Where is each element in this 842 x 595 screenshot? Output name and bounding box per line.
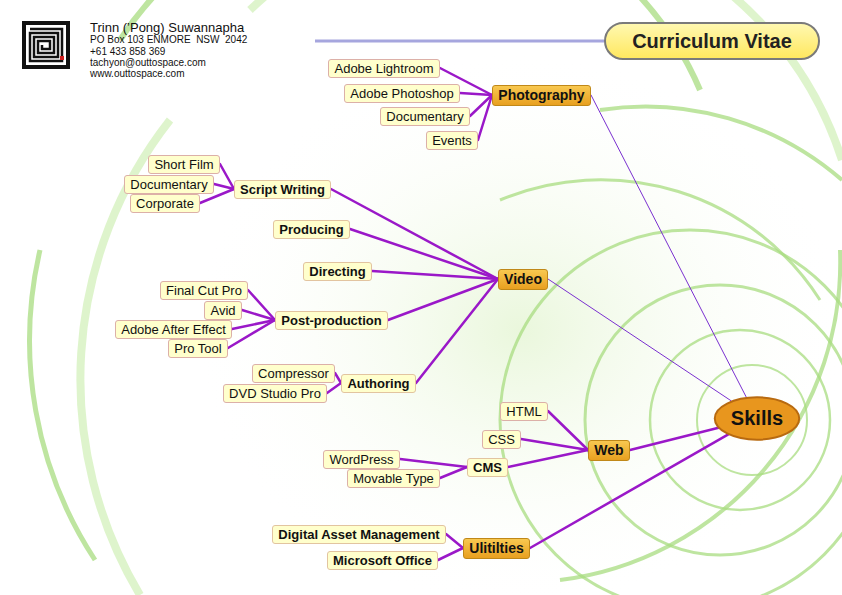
node-text: Video <box>504 271 542 287</box>
node-text: Microsoft Office <box>333 553 432 568</box>
skill-box: DVD Studio Pro <box>223 384 327 403</box>
skill-box: Short Film <box>148 155 220 174</box>
connector <box>530 434 729 548</box>
subcategory-box: Script Writing <box>234 180 331 199</box>
node-text: Adobe Lightroom <box>334 61 433 76</box>
skill-box: Adobe Photoshop <box>344 84 460 103</box>
node-text: Events <box>432 133 472 148</box>
skill-box: CSS <box>482 430 521 449</box>
node-text: HTML <box>506 404 541 419</box>
node-text: Photography <box>498 87 584 103</box>
skill-box: HTML <box>500 402 548 421</box>
skill-box: Avid <box>204 301 242 320</box>
node-text: Producing <box>279 222 343 237</box>
skill-box: Movable Type <box>347 469 440 488</box>
connector <box>400 459 467 467</box>
connector <box>350 229 498 279</box>
node-text: Short Film <box>154 157 213 172</box>
node-text: WordPress <box>329 452 393 467</box>
skill-box: Pro Tool <box>168 339 228 358</box>
node-text: CMS <box>473 460 502 475</box>
node-text: CSS <box>488 432 515 447</box>
connector <box>372 271 498 279</box>
node-text: Adobe After Effect <box>121 322 226 337</box>
connector <box>446 534 463 548</box>
node-text: Corporate <box>136 196 194 211</box>
subcategory-box: Producing <box>273 220 350 239</box>
connector <box>478 95 492 140</box>
connector <box>242 310 275 320</box>
connector <box>416 279 498 383</box>
node-text: Final Cut Pro <box>166 283 242 298</box>
subcategory-box: Microsoft Office <box>327 551 438 570</box>
node-text: Skills <box>731 407 783 430</box>
node-text: Ulitilties <box>469 540 523 556</box>
category-box: Video <box>498 269 548 290</box>
node-text: Documentary <box>130 177 207 192</box>
node-text: Documentary <box>386 109 463 124</box>
node-text: Directing <box>309 264 365 279</box>
subcategory-box: Post-production <box>275 311 388 330</box>
hub-ellipse: Skills <box>713 396 801 441</box>
node-text: Post-production <box>281 313 381 328</box>
logo <box>22 21 70 69</box>
connector <box>438 548 463 560</box>
node-text: Movable Type <box>353 471 434 486</box>
connector <box>548 279 731 401</box>
category-box: Web <box>588 440 630 461</box>
connector <box>460 93 492 95</box>
connector <box>228 320 275 348</box>
contact-line: +61 433 858 369 <box>90 47 165 57</box>
skill-box: WordPress <box>323 450 400 469</box>
connector <box>327 383 341 393</box>
skill-box: Events <box>426 131 478 150</box>
connector <box>440 467 467 478</box>
node-text: Pro Tool <box>174 341 221 356</box>
contact-line: tachyon@outtospace.com <box>90 58 206 68</box>
node-text: Digital Asset Management <box>278 527 439 542</box>
connector <box>508 450 588 467</box>
subcategory-box: Authoring <box>341 374 416 393</box>
category-box: Ulitilties <box>463 538 530 559</box>
subcategory-box: Directing <box>303 262 372 281</box>
connector <box>214 184 234 189</box>
category-box: Photography <box>492 85 591 106</box>
node-text: Adobe Photoshop <box>350 86 453 101</box>
skill-box: Documentary <box>124 175 214 194</box>
node-text: Web <box>594 442 623 458</box>
subcategory-box: Digital Asset Management <box>272 525 446 544</box>
connector <box>591 95 746 397</box>
contact-line: PO Box 103 ENMORE NSW 2042 <box>90 35 247 45</box>
subcategory-box: CMS <box>467 458 508 477</box>
connector <box>521 439 588 450</box>
contact-line: www.outtospace.com <box>90 69 185 79</box>
skill-box: Adobe After Effect <box>115 320 232 339</box>
node-text: Script Writing <box>240 182 325 197</box>
node-text: Compressor <box>258 366 329 381</box>
author-name: Trinn (’Pong) Suwannapha <box>90 21 244 34</box>
skill-box: Final Cut Pro <box>160 281 248 300</box>
skill-box: Compressor <box>252 364 335 383</box>
title-text: Curriculum Vitae <box>632 30 792 53</box>
skill-box: Corporate <box>130 194 200 213</box>
node-text: Authoring <box>347 376 409 391</box>
node-text: Avid <box>210 303 235 318</box>
node-text: DVD Studio Pro <box>229 386 321 401</box>
skill-box: Adobe Lightroom <box>328 59 440 78</box>
title-pill: Curriculum Vitae <box>604 22 820 60</box>
skill-box: Documentary <box>380 107 470 126</box>
